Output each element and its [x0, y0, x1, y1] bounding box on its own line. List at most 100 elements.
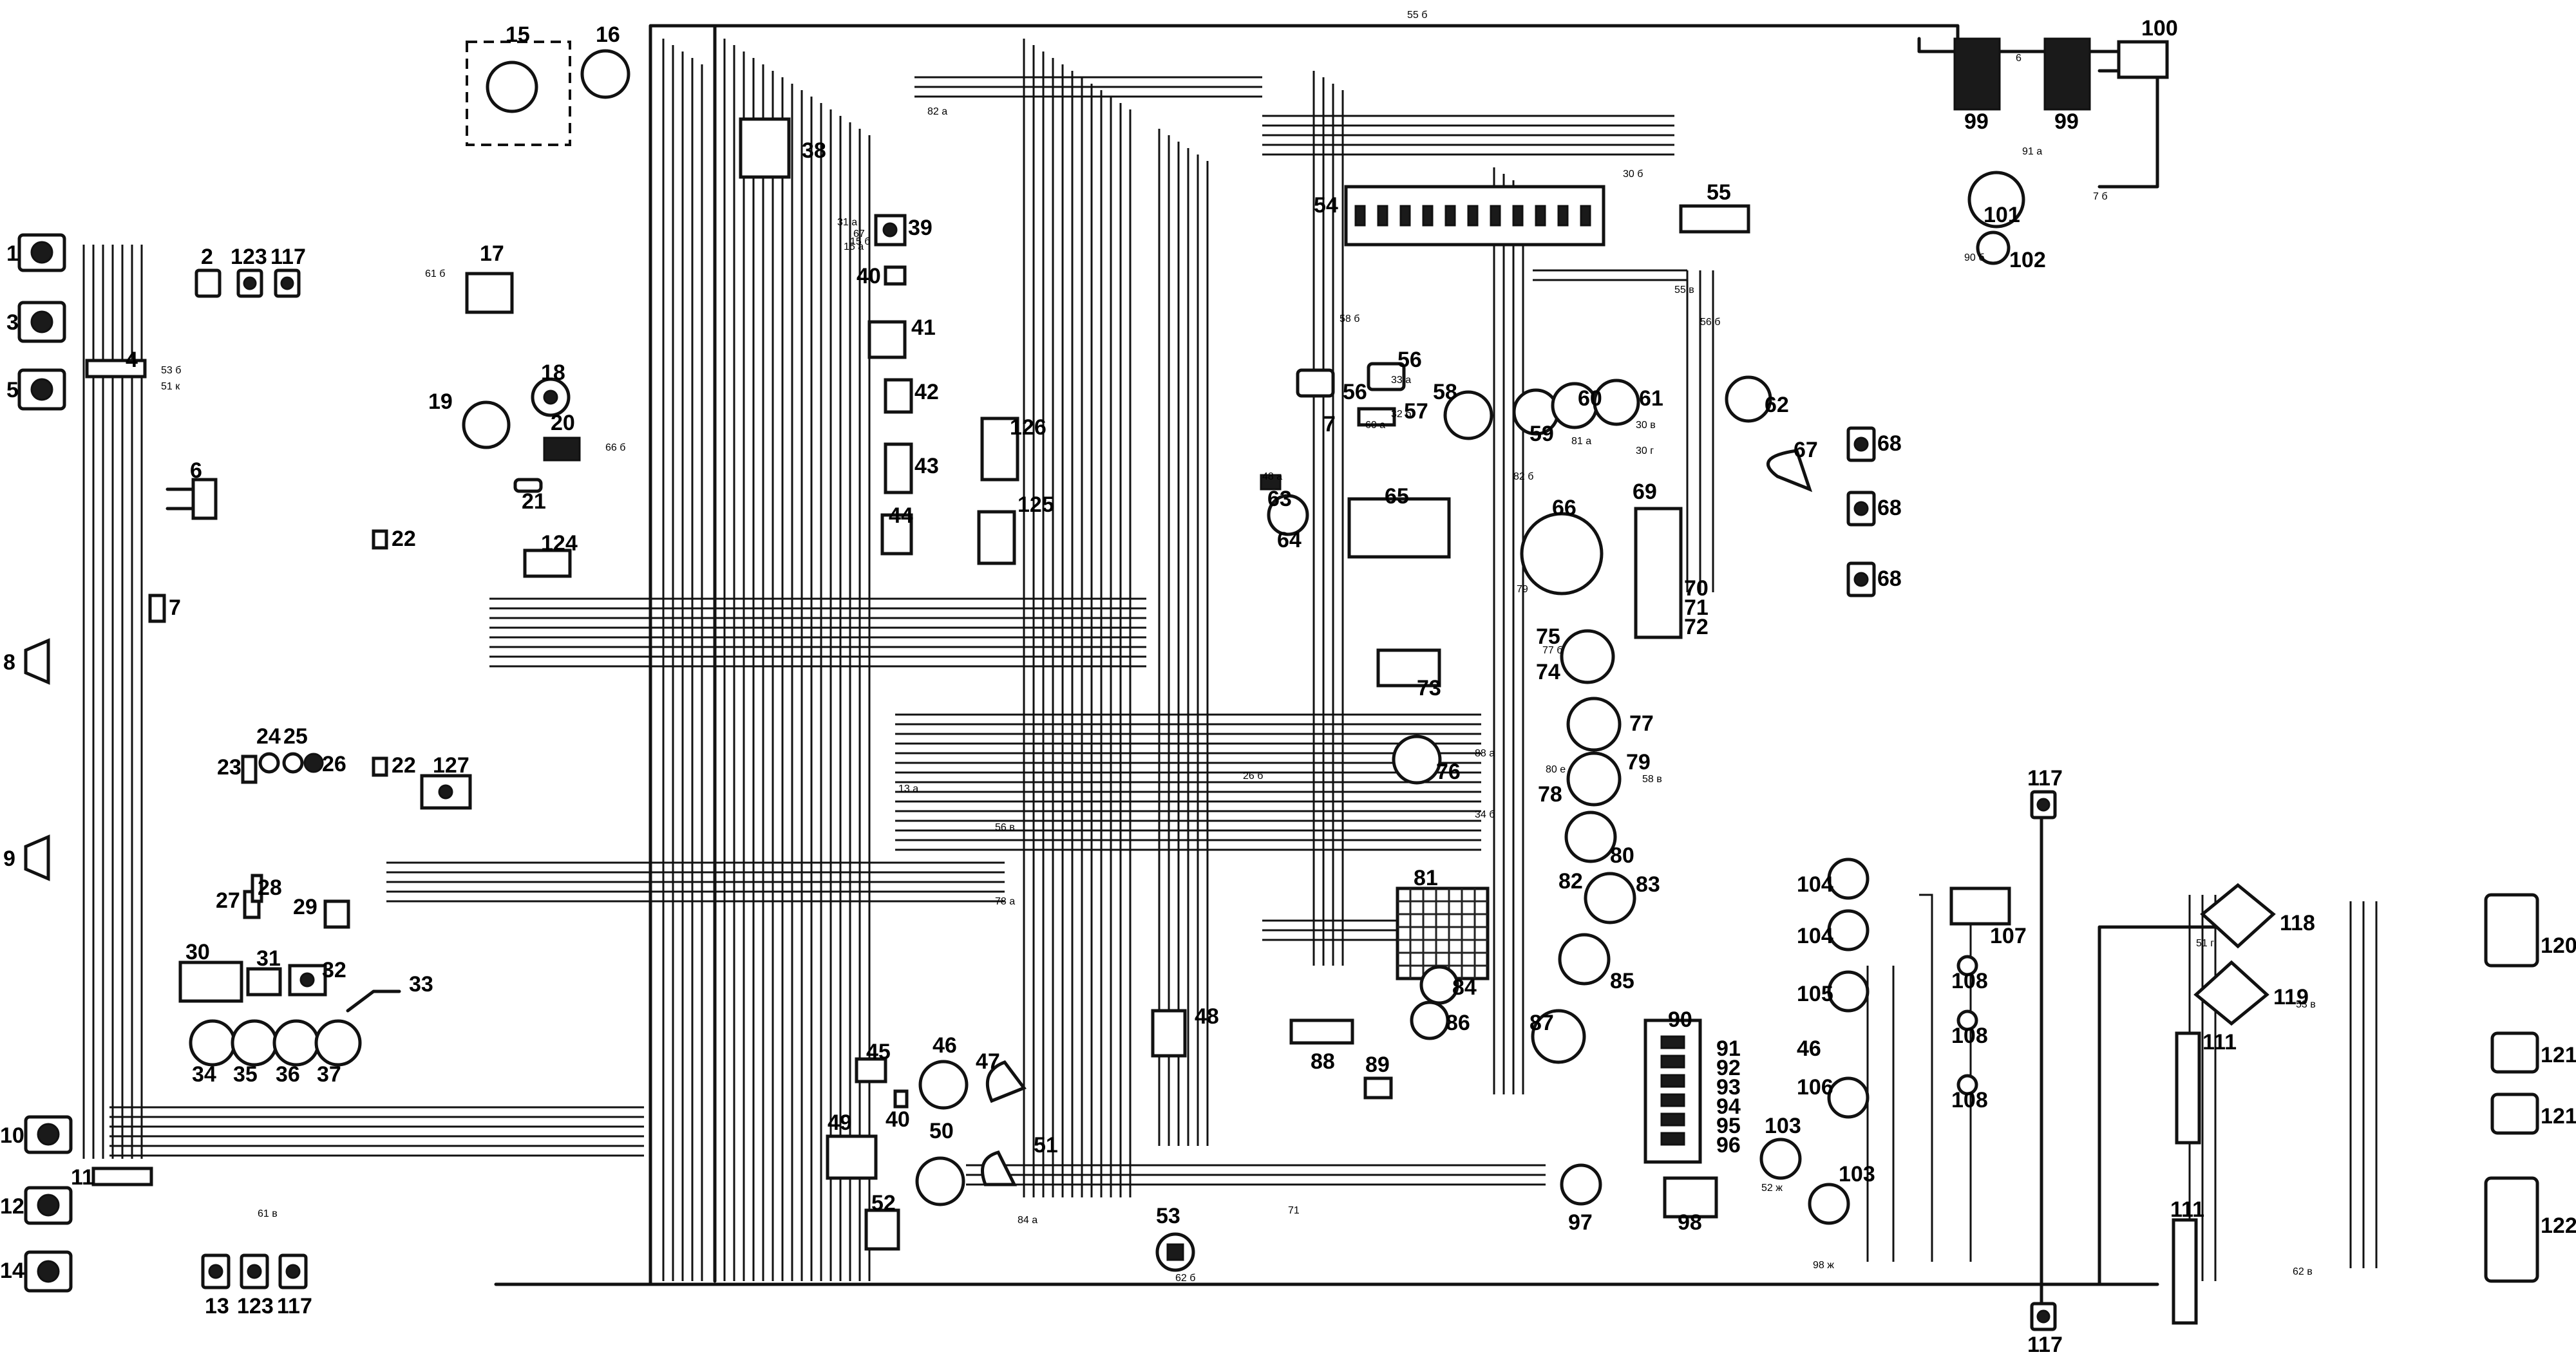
label-70: 70 [1684, 576, 1709, 601]
wire-label: 56 б [1700, 317, 1720, 328]
label-60: 60 [1578, 386, 1602, 411]
label-22: 22 [392, 527, 416, 551]
label-68c: 68 [1877, 567, 1902, 591]
label-117d: 117 [2027, 1333, 2063, 1357]
label-46c: 46 [1797, 1036, 1821, 1061]
label-33: 33 [409, 972, 433, 997]
label-82: 82 [1558, 869, 1583, 894]
label-61: 61 [1639, 386, 1663, 411]
label-38: 38 [802, 138, 826, 163]
label-88: 88 [1311, 1049, 1335, 1074]
label-2: 2 [201, 245, 213, 269]
label-104a: 104 [1797, 872, 1833, 897]
label-59: 59 [1530, 422, 1554, 446]
label-6: 6 [190, 458, 202, 483]
label-13: 13 [205, 1294, 229, 1318]
component-labels: 1 3 5 2 123 117 4 6 7 8 9 10 11 12 14 13… [0, 16, 2576, 1357]
lamp-10-icon [24, 1115, 73, 1154]
label-47: 47 [976, 1049, 1000, 1074]
wire-label: 34 б [1475, 809, 1495, 820]
label-56: 56 [1397, 348, 1422, 372]
label-101: 101 [1984, 203, 2020, 227]
label-42: 42 [914, 380, 939, 404]
label-72: 72 [1684, 615, 1709, 639]
label-26: 26 [322, 752, 346, 776]
wire-label: 51 г [2196, 938, 2214, 949]
component-glyphs [17, 37, 2539, 1331]
label-21: 21 [522, 489, 546, 514]
label-123b: 123 [237, 1294, 274, 1318]
label-108c: 108 [1951, 1088, 1988, 1112]
headlamp-3-icon [17, 301, 66, 343]
wire-label: 51 к [161, 381, 180, 392]
label-102: 102 [2009, 248, 2046, 272]
wire-label: 62 б [1175, 1273, 1195, 1284]
wire-label: 88 а [1475, 748, 1495, 759]
label-94: 94 [1716, 1094, 1741, 1119]
label-41: 41 [911, 315, 936, 340]
label-123: 123 [231, 245, 267, 269]
label-127: 127 [433, 753, 469, 778]
label-100: 100 [2141, 16, 2178, 41]
label-23: 23 [217, 755, 242, 780]
label-39: 39 [908, 216, 933, 240]
label-53: 53 [1156, 1204, 1180, 1228]
label-67: 67 [1794, 438, 1818, 462]
label-111b: 111 [2170, 1197, 2204, 1222]
label-103b: 103 [1839, 1162, 1875, 1186]
label-68a: 68 [1877, 431, 1902, 456]
label-92: 92 [1716, 1056, 1741, 1080]
label-56b: 56 [1343, 380, 1367, 404]
label-29: 29 [293, 895, 317, 919]
label-83: 83 [1636, 872, 1660, 897]
wire-label: 7 б [2093, 191, 2108, 202]
wire-label: 82 б [1513, 471, 1533, 482]
label-4: 4 [126, 348, 138, 372]
wire-label: 78 а [995, 896, 1015, 907]
wire-label: 58 в [1642, 774, 1662, 785]
label-93: 93 [1716, 1075, 1741, 1100]
wire-label: 30 б [1623, 169, 1643, 180]
label-118: 118 [2280, 911, 2315, 935]
label-73: 73 [1417, 676, 1441, 700]
label-62: 62 [1765, 393, 1789, 417]
wire-label: 67 [853, 229, 865, 239]
wire-label: 77 б [1542, 645, 1562, 656]
label-117b: 117 [277, 1294, 312, 1318]
label-27: 27 [216, 888, 240, 913]
label-46: 46 [933, 1033, 957, 1058]
label-124: 124 [541, 531, 578, 556]
label-96: 96 [1716, 1133, 1741, 1157]
label-117c: 117 [2027, 766, 2063, 791]
label-99b: 99 [2054, 109, 2079, 134]
wire-label: 30 в [1636, 420, 1656, 431]
wire-label: 79 [1517, 584, 1528, 595]
label-66: 66 [1552, 496, 1577, 520]
wire-label: 52 ж [1761, 1183, 1783, 1194]
label-65: 65 [1385, 484, 1409, 509]
label-48: 48 [1195, 1004, 1219, 1029]
label-81: 81 [1414, 866, 1438, 890]
wire-label: 80 е [1546, 764, 1566, 775]
label-111a: 111 [2202, 1030, 2237, 1054]
wire-label: 81 а [1571, 436, 1591, 447]
label-10: 10 [0, 1123, 24, 1148]
wire-label: 56 в [995, 822, 1015, 833]
label-121a: 121 [2541, 1043, 2576, 1067]
label-74: 74 [1536, 660, 1560, 684]
label-117: 117 [270, 245, 306, 269]
wire-label: 53 в [2296, 999, 2316, 1010]
label-52: 52 [871, 1191, 896, 1215]
label-17: 17 [480, 241, 504, 266]
label-106: 106 [1797, 1075, 1833, 1100]
label-40: 40 [857, 264, 881, 288]
label-35: 35 [233, 1062, 258, 1087]
label-108a: 108 [1951, 969, 1988, 993]
label-85: 85 [1610, 969, 1634, 993]
wire-label: 6 [2016, 53, 2022, 64]
wire-label: 60 а [1365, 420, 1385, 431]
label-78: 78 [1538, 782, 1562, 807]
label-103a: 103 [1765, 1114, 1801, 1138]
label-7b: 7 [1323, 412, 1336, 436]
label-51: 51 [1034, 1133, 1058, 1157]
